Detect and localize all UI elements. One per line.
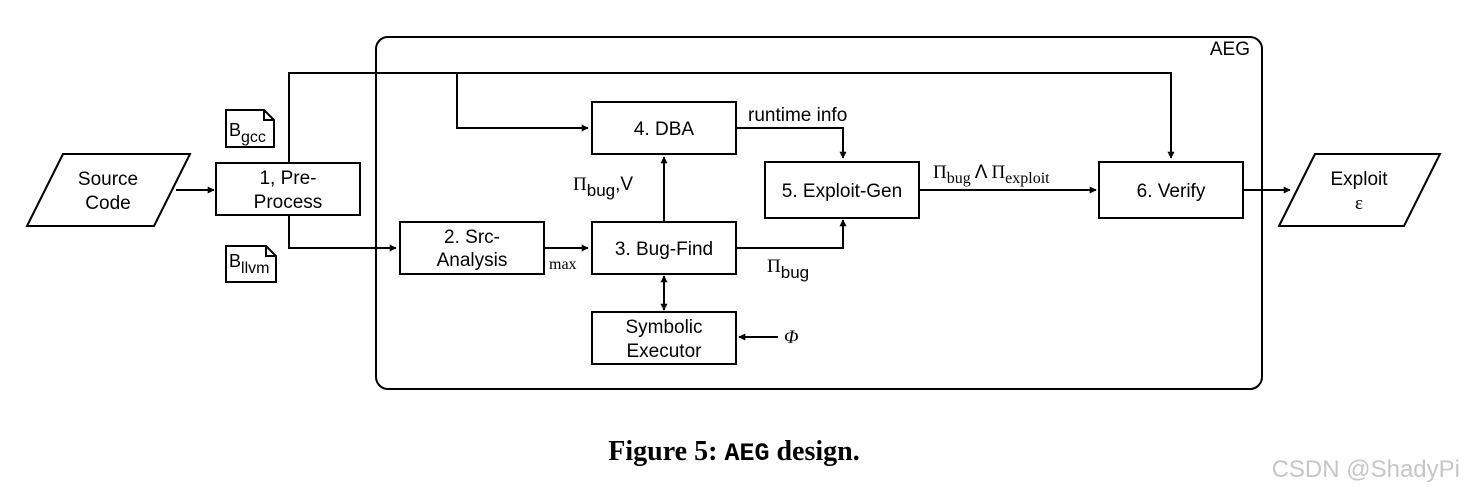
src-analysis-line1: 2. Src- xyxy=(444,227,500,248)
bllvm-document: Bllvm xyxy=(225,245,277,283)
preprocess-line1: 1, Pre- xyxy=(259,168,316,189)
pi-bug-exploit-and: Λ xyxy=(975,162,988,183)
exploit-gen-label: 5. Exploit-Gen xyxy=(782,181,902,202)
exploit-output-node: Exploit ε xyxy=(1277,153,1442,227)
aeg-container-label: AEG xyxy=(1210,39,1250,60)
connectors xyxy=(176,72,1291,341)
pi-bug-exploit-sub1: bug xyxy=(947,170,971,187)
pi-bug-v-pi: Π xyxy=(573,174,587,195)
verify-label: 6. Verify xyxy=(1137,181,1206,202)
caption-code: AEG xyxy=(724,439,769,468)
edge-preprocess-to-srcanalysis xyxy=(288,215,397,252)
bug-find-node: 3. Bug-Find xyxy=(591,221,737,275)
symbolic-executor-node: Symbolic Executor xyxy=(591,311,737,365)
symbolic-line2: Executor xyxy=(627,341,703,362)
phi-label: Φ xyxy=(784,327,798,348)
pi-bug-exploit-pi2: Π xyxy=(991,162,1005,183)
pi-bug-v-label: Πbug,V xyxy=(573,174,633,200)
exploit-line1: Exploit xyxy=(1330,169,1388,190)
exploit-gen-node: 5. Exploit-Gen xyxy=(764,161,920,219)
caption-prefix: Figure 5: xyxy=(608,436,724,467)
pi-bug-v-rest: ,V xyxy=(615,174,633,195)
pi-bug-pi: Π xyxy=(767,256,781,277)
pi-bug-exploit-sub2: exploit xyxy=(1005,170,1050,187)
bug-find-label: 3. Bug-Find xyxy=(615,239,713,260)
dba-node: 4. DBA xyxy=(591,101,737,155)
pi-bug-exploit-pi1: Π xyxy=(933,162,947,183)
src-analysis-line2: Analysis xyxy=(437,250,508,271)
svg-text:Bgcc: Bgcc xyxy=(229,120,266,146)
exploit-line2: ε xyxy=(1355,193,1363,214)
dba-label: 4. DBA xyxy=(634,119,695,140)
symbolic-line1: Symbolic xyxy=(625,317,702,338)
edge-preprocess-to-dba xyxy=(456,73,589,132)
csdn-watermark: CSDN @ShadyPi xyxy=(1272,456,1460,483)
source-code-node: Source Code xyxy=(25,153,192,227)
pi-bug-sub: bug xyxy=(781,263,809,282)
runtime-info-label: runtime info xyxy=(748,105,847,126)
src-analysis-node: 2. Src- Analysis xyxy=(399,221,545,275)
pi-bug-v-sub: bug xyxy=(587,181,615,200)
source-code-line2: Code xyxy=(85,193,130,214)
max-label: max xyxy=(549,256,577,273)
preprocess-line2: Process xyxy=(254,192,323,213)
bgcc-document: Bgcc xyxy=(225,109,275,148)
bgcc-sub: gcc xyxy=(241,129,266,146)
figure-caption: Figure 5: AEG design. xyxy=(608,436,859,468)
preprocess-node: 1, Pre- Process xyxy=(215,162,361,216)
pi-bug-label: Πbug xyxy=(767,256,809,282)
edge-preprocess-to-verify xyxy=(288,72,1175,163)
edge-bugfind-to-exploitgen xyxy=(736,219,847,249)
aeg-container xyxy=(375,36,1263,390)
bllvm-sub: llvm xyxy=(241,260,269,277)
bllvm-base: B xyxy=(229,251,241,271)
svg-text:Bllvm: Bllvm xyxy=(229,251,269,277)
bgcc-base: B xyxy=(229,120,241,140)
source-code-line1: Source xyxy=(78,169,138,190)
caption-suffix: design. xyxy=(769,436,859,467)
verify-node: 6. Verify xyxy=(1098,161,1244,219)
edge-dba-to-exploitgen xyxy=(736,127,847,159)
